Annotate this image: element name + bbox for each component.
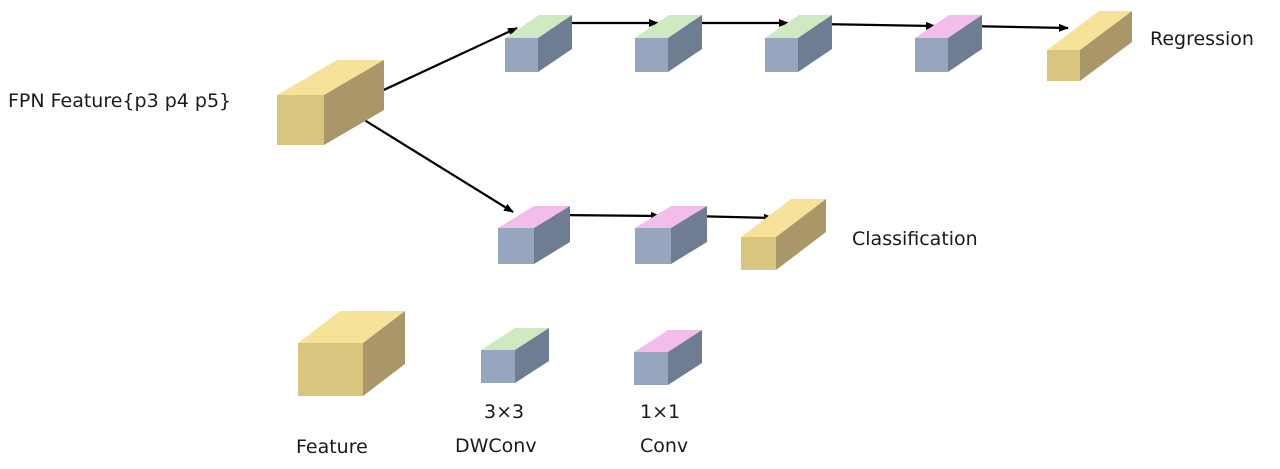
legend-dwconv-label: DWConv [455,435,537,457]
classification-pwconv-box-1-front-face [498,228,534,264]
arrow-reg-4-to-output [964,23,1069,32]
regression-output-box-top-face [1047,11,1132,50]
classification-output-box-front-face [741,237,776,270]
arrow-reg-3-to-4 [817,21,936,30]
regression-dwconv-box-1-top-face [505,15,572,38]
classification-pwconv-box-2 [635,206,707,264]
classification-pwconv-box-1-side-face [534,206,570,264]
fpn-feature-box-top-face [277,60,384,95]
regression-dwconv-box-3 [765,15,832,72]
legend-feature-label: Feature [296,436,368,458]
regression-pwconv-box-4-side-face [948,15,982,72]
fpn-feature-box-side-face [324,60,384,145]
legend-dwconv-box-top-face [481,328,549,350]
regression-dwconv-box-3-front-face [765,38,798,72]
classification-output-box [741,199,826,270]
legend-pwconv-box-side-face [668,330,702,385]
regression-label: Regression [1150,28,1254,50]
boxes [277,11,1132,396]
regression-pwconv-box-4 [915,15,982,72]
regression-pwconv-box-4-top-face [915,15,982,38]
legend-pwconv-box [634,330,702,385]
legend-dwconv-kernel-label: 3×3 [484,401,524,423]
legend-dwconv-box [481,328,549,383]
regression-output-box-side-face [1080,11,1132,81]
legend-dwconv-box-front-face [481,350,515,383]
regression-dwconv-box-1-front-face [505,38,538,72]
classification-pwconv-box-2-top-face [635,206,707,228]
regression-dwconv-box-2 [635,15,702,72]
regression-output-box-front-face [1047,50,1080,81]
legend-dwconv-box-side-face [515,328,549,383]
legend-conv-kernel-label: 1×1 [640,401,680,423]
classification-output-box-top-face [741,199,826,237]
classification-pwconv-box-1 [498,206,570,264]
regression-dwconv-box-2-top-face [635,15,702,38]
legend-feature-box-front-face [298,343,363,396]
classification-output-box-side-face [776,199,826,270]
legend-feature-box-side-face [363,311,405,396]
regression-dwconv-box-1-side-face [538,15,572,72]
legend-feature-box [298,311,405,396]
regression-dwconv-box-3-top-face [765,15,832,38]
regression-dwconv-box-2-side-face [668,15,702,72]
input-label: FPN Feature{p3 p4 p5} [8,90,231,112]
legend-feature-box-top-face [298,311,405,343]
arrow-input-to-classification [344,107,514,213]
classification-label: Classification [852,228,978,250]
fpn-feature-box [277,60,384,145]
legend-conv-label: Conv [640,435,688,457]
regression-output-box [1047,11,1132,81]
regression-dwconv-box-1 [505,15,572,72]
classification-pwconv-box-1-top-face [498,206,570,228]
regression-dwconv-box-2-front-face [635,38,668,72]
legend-pwconv-box-front-face [634,352,668,385]
classification-pwconv-box-2-side-face [671,206,707,264]
classification-pwconv-box-2-front-face [635,228,671,264]
arrow-cls-1-to-2 [554,211,661,220]
fpn-feature-box-front-face [277,95,324,145]
regression-dwconv-box-3-side-face [798,15,832,72]
regression-pwconv-box-4-front-face [915,38,948,72]
legend-pwconv-box-top-face [634,330,702,352]
arrows [344,19,1069,222]
